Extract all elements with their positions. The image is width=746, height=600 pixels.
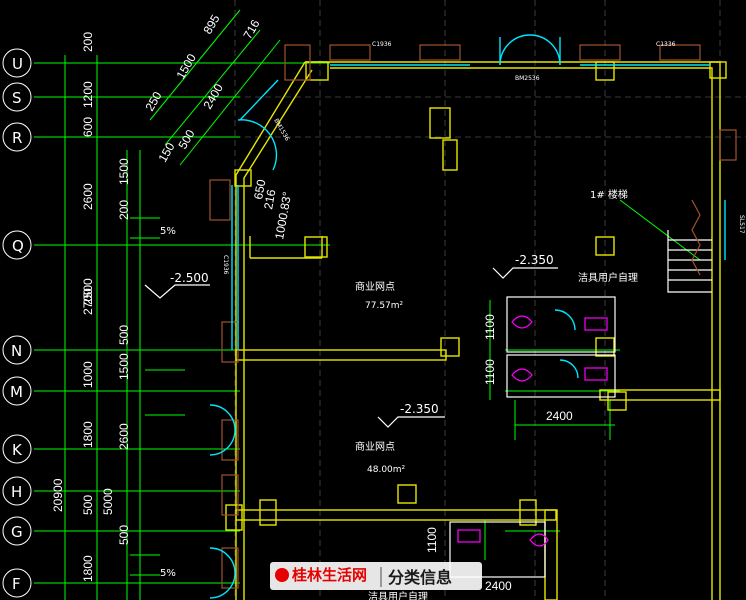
axis-bubble	[2, 516, 32, 546]
axis-label: H	[11, 483, 22, 501]
watermark-site: 桂林生活网	[292, 566, 368, 584]
dim-text: 1000	[81, 361, 95, 388]
dim-text: 2500	[81, 278, 95, 305]
level-mark: -2.350	[515, 253, 554, 267]
axis-bubble	[2, 434, 32, 464]
dim-text: 500	[117, 525, 131, 545]
window-code: C1936	[372, 41, 392, 48]
dim-text: 5000	[101, 488, 115, 515]
dim-total: 20900	[51, 478, 65, 512]
dim-text: 2400	[485, 579, 512, 593]
axis-label: R	[12, 129, 22, 147]
window-code: C1936	[222, 255, 229, 275]
watermark-divider	[380, 567, 382, 587]
axis-bubble	[2, 568, 32, 598]
axis-label: K	[12, 441, 23, 459]
arc-dim: 216	[261, 188, 278, 210]
room-labels: 商业网点 77.57m² 商业网点 48.00m² 洁具用户自理 洁具用户自理 …	[355, 188, 638, 600]
dim-text: 1800	[81, 421, 95, 448]
dim-text: 2400	[546, 409, 573, 423]
axis-label: S	[12, 89, 22, 107]
slope-markers	[144, 267, 558, 428]
level-mark: -2.350	[400, 402, 439, 416]
room-area: 48.00m²	[367, 465, 406, 475]
room-name: 商业网点	[355, 440, 395, 453]
axis-label: Q	[12, 237, 24, 255]
slope-text: 5%	[160, 226, 176, 237]
stair	[667, 199, 712, 293]
walls	[225, 61, 727, 600]
level-mark: -2.500	[170, 271, 209, 285]
axis-label: G	[11, 523, 23, 541]
axis-bubbles: U S R Q N M K H G F	[2, 48, 32, 598]
axis-bubble	[2, 230, 32, 260]
dim-text: 150	[155, 140, 177, 165]
brown-columns	[209, 44, 737, 589]
axis-bubble	[2, 48, 32, 78]
dim-text: 650	[251, 178, 268, 200]
axis-bubble	[2, 82, 32, 112]
room-name: 商业网点	[355, 280, 395, 293]
dim-text: 500	[175, 127, 197, 152]
doors-windows	[209, 34, 726, 599]
dim-text: 716	[240, 17, 262, 42]
dim-text: 1500	[173, 51, 199, 81]
dim-text: 200	[81, 32, 95, 52]
room-area: 77.57m²	[365, 301, 404, 311]
dim-text: 1800	[81, 555, 95, 582]
window-code: SL517	[738, 215, 745, 234]
dim-text: 200	[117, 200, 131, 220]
axis-label: N	[11, 342, 22, 360]
dim-text: 500	[117, 325, 131, 345]
axis-bubble	[2, 335, 32, 365]
toilet-rooms	[449, 296, 616, 578]
dim-text: 600	[81, 117, 95, 137]
dim-text: 2600	[117, 423, 131, 450]
axis-bubble	[2, 476, 32, 506]
dim-text: 2700	[81, 288, 95, 315]
dim-text: 1100	[483, 314, 497, 340]
dim-text: 500	[81, 495, 95, 515]
window-code: C1336	[656, 41, 676, 48]
axis-label: F	[12, 575, 21, 593]
room-name: 洁具用户自理	[578, 271, 638, 284]
stair-label: 1# 楼梯	[590, 188, 628, 201]
level-labels: -2.350 -2.500 -2.350 5% 5%	[160, 226, 554, 579]
dim-text: 250	[142, 89, 164, 114]
axis-lines	[34, 9, 701, 600]
axis-bubble	[2, 122, 32, 152]
watermark-banner	[270, 562, 482, 590]
axis-label: M	[10, 383, 23, 401]
dim-text: 2600	[81, 183, 95, 210]
dimension-labels: 1100 1100 1100 2400 2400 1000.83° 216	[261, 188, 573, 593]
slope-text: 5%	[160, 568, 176, 579]
watermark-section: 分类信息	[388, 568, 453, 587]
room-name: 洁具用户自理	[368, 590, 428, 600]
axis-label: U	[12, 55, 23, 73]
watermark-logo-icon	[275, 568, 289, 582]
dim-text: 1100	[483, 359, 497, 385]
window-code: BM2536	[515, 75, 540, 82]
dim-text: 1500	[117, 353, 131, 380]
axis-bubble	[2, 376, 32, 406]
left-dimensions: 200 1200 600 2600 2700 2500 1000 1800 50…	[51, 32, 131, 582]
dim-text: 1100	[425, 527, 439, 553]
dim-text: 895	[200, 12, 222, 37]
dim-text: 2400	[200, 81, 226, 111]
dim-text: 1200	[81, 81, 95, 108]
window-labels: C1936 C1336 BM2536 C1936 BM1536 SL517	[222, 41, 745, 275]
dim-text: 1500	[117, 158, 131, 185]
